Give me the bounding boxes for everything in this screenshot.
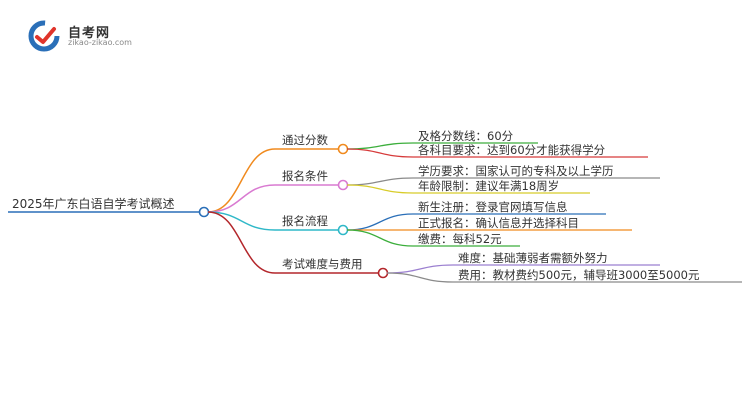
leaf-label: 各科目要求：达到60分才能获得学分 [418, 143, 606, 157]
branch-connector [207, 211, 276, 274]
leaf-connector [346, 213, 414, 231]
branch-node [337, 143, 349, 155]
leaf-label: 及格分数线：60分 [418, 129, 514, 143]
leaf-connector [346, 229, 414, 247]
branch-connector [207, 148, 276, 213]
leaf-connector [346, 142, 414, 150]
branch-node [377, 267, 389, 279]
leaf-connector [346, 148, 414, 158]
leaf-connector [346, 177, 414, 186]
leaf-label: 正式报名：确认信息并选择科目 [418, 216, 579, 230]
leaf-connector [386, 264, 454, 274]
root-node [198, 206, 210, 218]
leaf-label: 新生注册：登录官网填写信息 [418, 200, 568, 214]
logo-title: 自考网 [68, 26, 111, 41]
logo-domain: zikao-zikao.com [68, 38, 132, 47]
leaf-connector [386, 272, 454, 283]
logo: 自考网 zikao-zikao.com [28, 20, 148, 52]
branch-label: 通过分数 [282, 133, 328, 147]
leaf-label: 费用：教材费约500元，辅导班3000至5000元 [458, 268, 700, 282]
branch-label: 报名条件 [282, 169, 328, 183]
leaf-label: 难度：基础薄弱者需额外努力 [458, 251, 608, 265]
leaf-label: 学历要求：国家认可的专科及以上学历 [418, 164, 614, 178]
root-label: 2025年广东白语自学考试概述 [12, 196, 175, 211]
branch-node [337, 224, 349, 236]
branch-label: 报名流程 [282, 214, 328, 228]
branch-connector [207, 184, 276, 213]
leaf-label: 年龄限制：建议年满18周岁 [418, 179, 559, 193]
logo-mark-icon [28, 20, 60, 52]
branch-connector [207, 211, 276, 231]
branch-node [337, 179, 349, 191]
leaf-label: 缴费：每科52元 [418, 232, 502, 246]
leaf-connector [346, 184, 414, 194]
branch-label: 考试难度与费用 [282, 257, 363, 271]
